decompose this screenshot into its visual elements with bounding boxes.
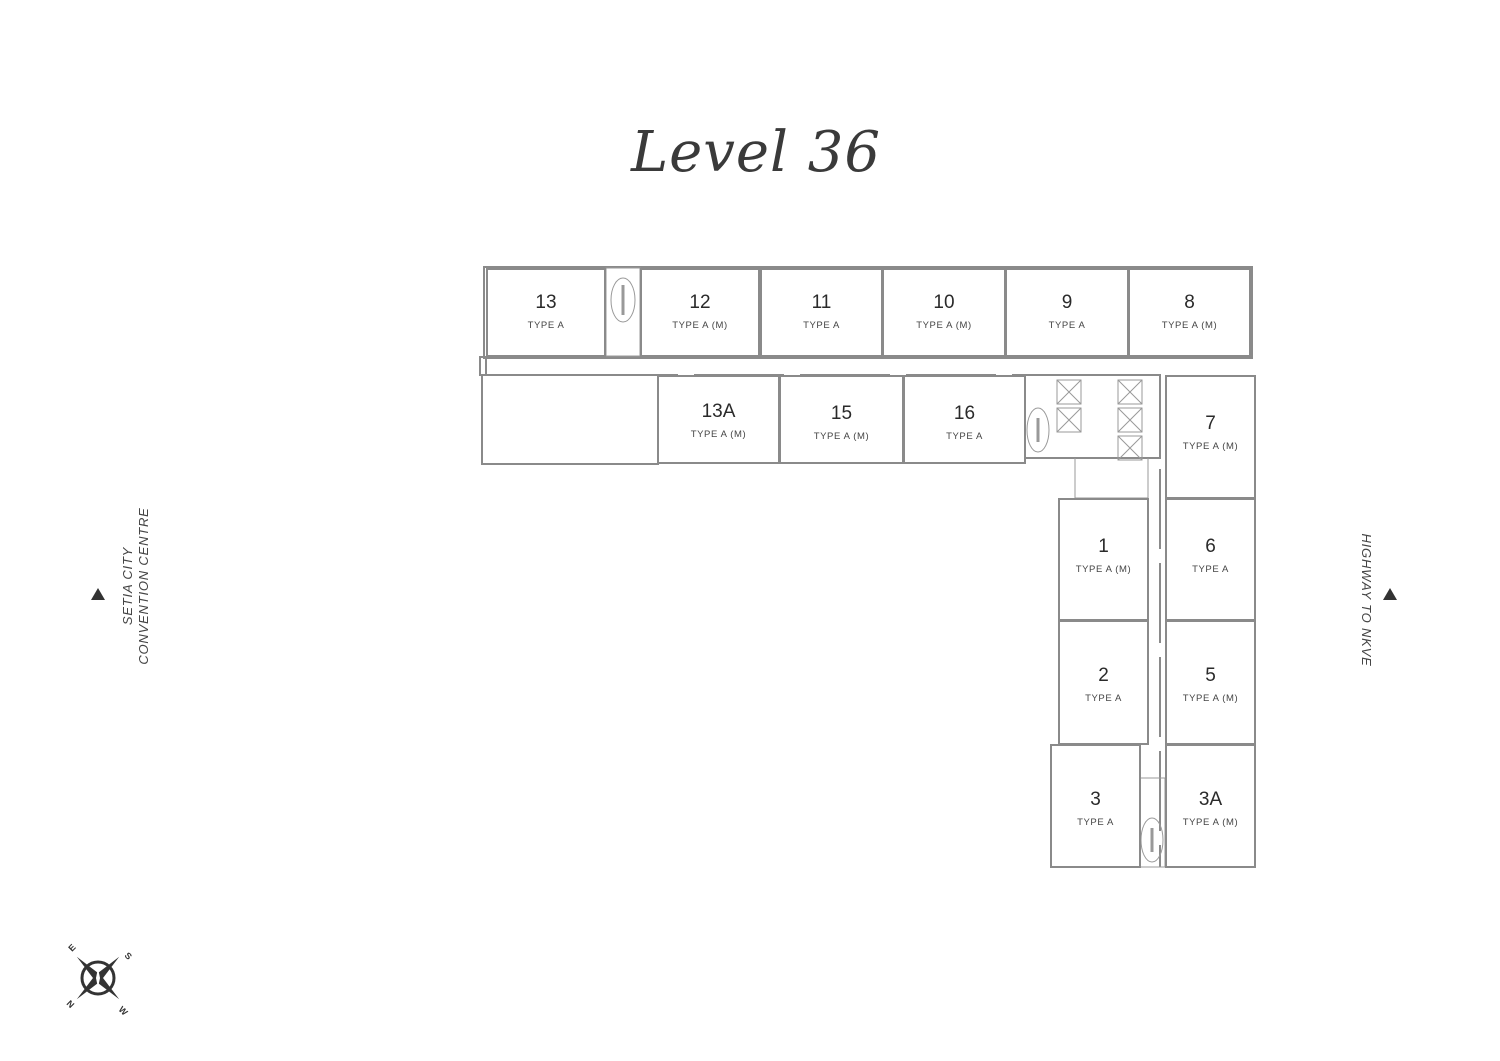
unit-13a[interactable]: 13A TYPE A (M) — [657, 375, 780, 464]
compass-w: W — [117, 1004, 130, 1017]
unit-type: TYPE A (M) — [672, 320, 728, 331]
compass-s: S — [123, 950, 134, 961]
unit-number: 7 — [1205, 413, 1216, 434]
unit-number: 2 — [1098, 665, 1109, 686]
unit-type: TYPE A (M) — [1161, 320, 1218, 331]
staircase-top — [605, 267, 641, 357]
direction-line-2: CONVENTION CENTRE — [136, 507, 151, 665]
unit-3a[interactable]: 3A TYPE A (M) — [1165, 744, 1256, 868]
staircase-bottom — [1139, 777, 1166, 868]
unit-type: TYPE A — [1077, 817, 1114, 828]
direction-setia-city: SETIA CITY CONVENTION CENTRE — [120, 507, 152, 664]
amenity-room — [481, 374, 659, 465]
direction-highway-nkve: HIGHWAY TO NKVE — [1359, 533, 1374, 667]
unit-number: 12 — [689, 292, 711, 313]
unit-type: TYPE A (M) — [690, 429, 747, 440]
unit-type: TYPE A — [803, 320, 840, 331]
unit-type: TYPE A — [1192, 564, 1229, 575]
unit-type: TYPE A — [527, 320, 565, 331]
unit-number: 11 — [811, 292, 832, 313]
unit-number: 10 — [933, 292, 955, 313]
compass-n: N — [65, 998, 77, 1010]
unit-type: TYPE A (M) — [1182, 693, 1239, 704]
unit-type: TYPE A (M) — [813, 431, 870, 442]
compass-e: E — [66, 942, 77, 953]
unit-type: TYPE A (M) — [1182, 441, 1239, 452]
unit-type: TYPE A — [946, 431, 983, 442]
page-title: Level 36 — [630, 120, 882, 185]
unit-number: 9 — [1061, 292, 1073, 313]
unit-number: 1 — [1098, 536, 1109, 557]
unit-type: TYPE A — [1048, 320, 1086, 331]
unit-number: 15 — [830, 403, 853, 424]
unit-number: 16 — [953, 403, 976, 424]
lifts — [1026, 379, 1149, 499]
unit-type: TYPE A (M) — [1075, 564, 1132, 575]
direction-line-1: SETIA CITY — [120, 546, 135, 626]
unit-number: 13A — [701, 401, 736, 422]
arrow-left-icon — [91, 588, 105, 600]
unit-number: 3A — [1198, 789, 1223, 810]
compass-rose-icon: E S N W — [65, 942, 134, 1018]
unit-number: 3 — [1090, 789, 1101, 810]
unit-number: 5 — [1205, 665, 1216, 686]
unit-number: 6 — [1205, 536, 1216, 557]
unit-type: TYPE A (M) — [916, 320, 972, 331]
unit-type: TYPE A (M) — [1182, 817, 1239, 828]
arrow-right-icon — [1383, 588, 1397, 600]
unit-number: 13 — [535, 292, 557, 313]
unit-type: TYPE A — [1085, 693, 1122, 704]
unit-number: 8 — [1184, 292, 1195, 313]
